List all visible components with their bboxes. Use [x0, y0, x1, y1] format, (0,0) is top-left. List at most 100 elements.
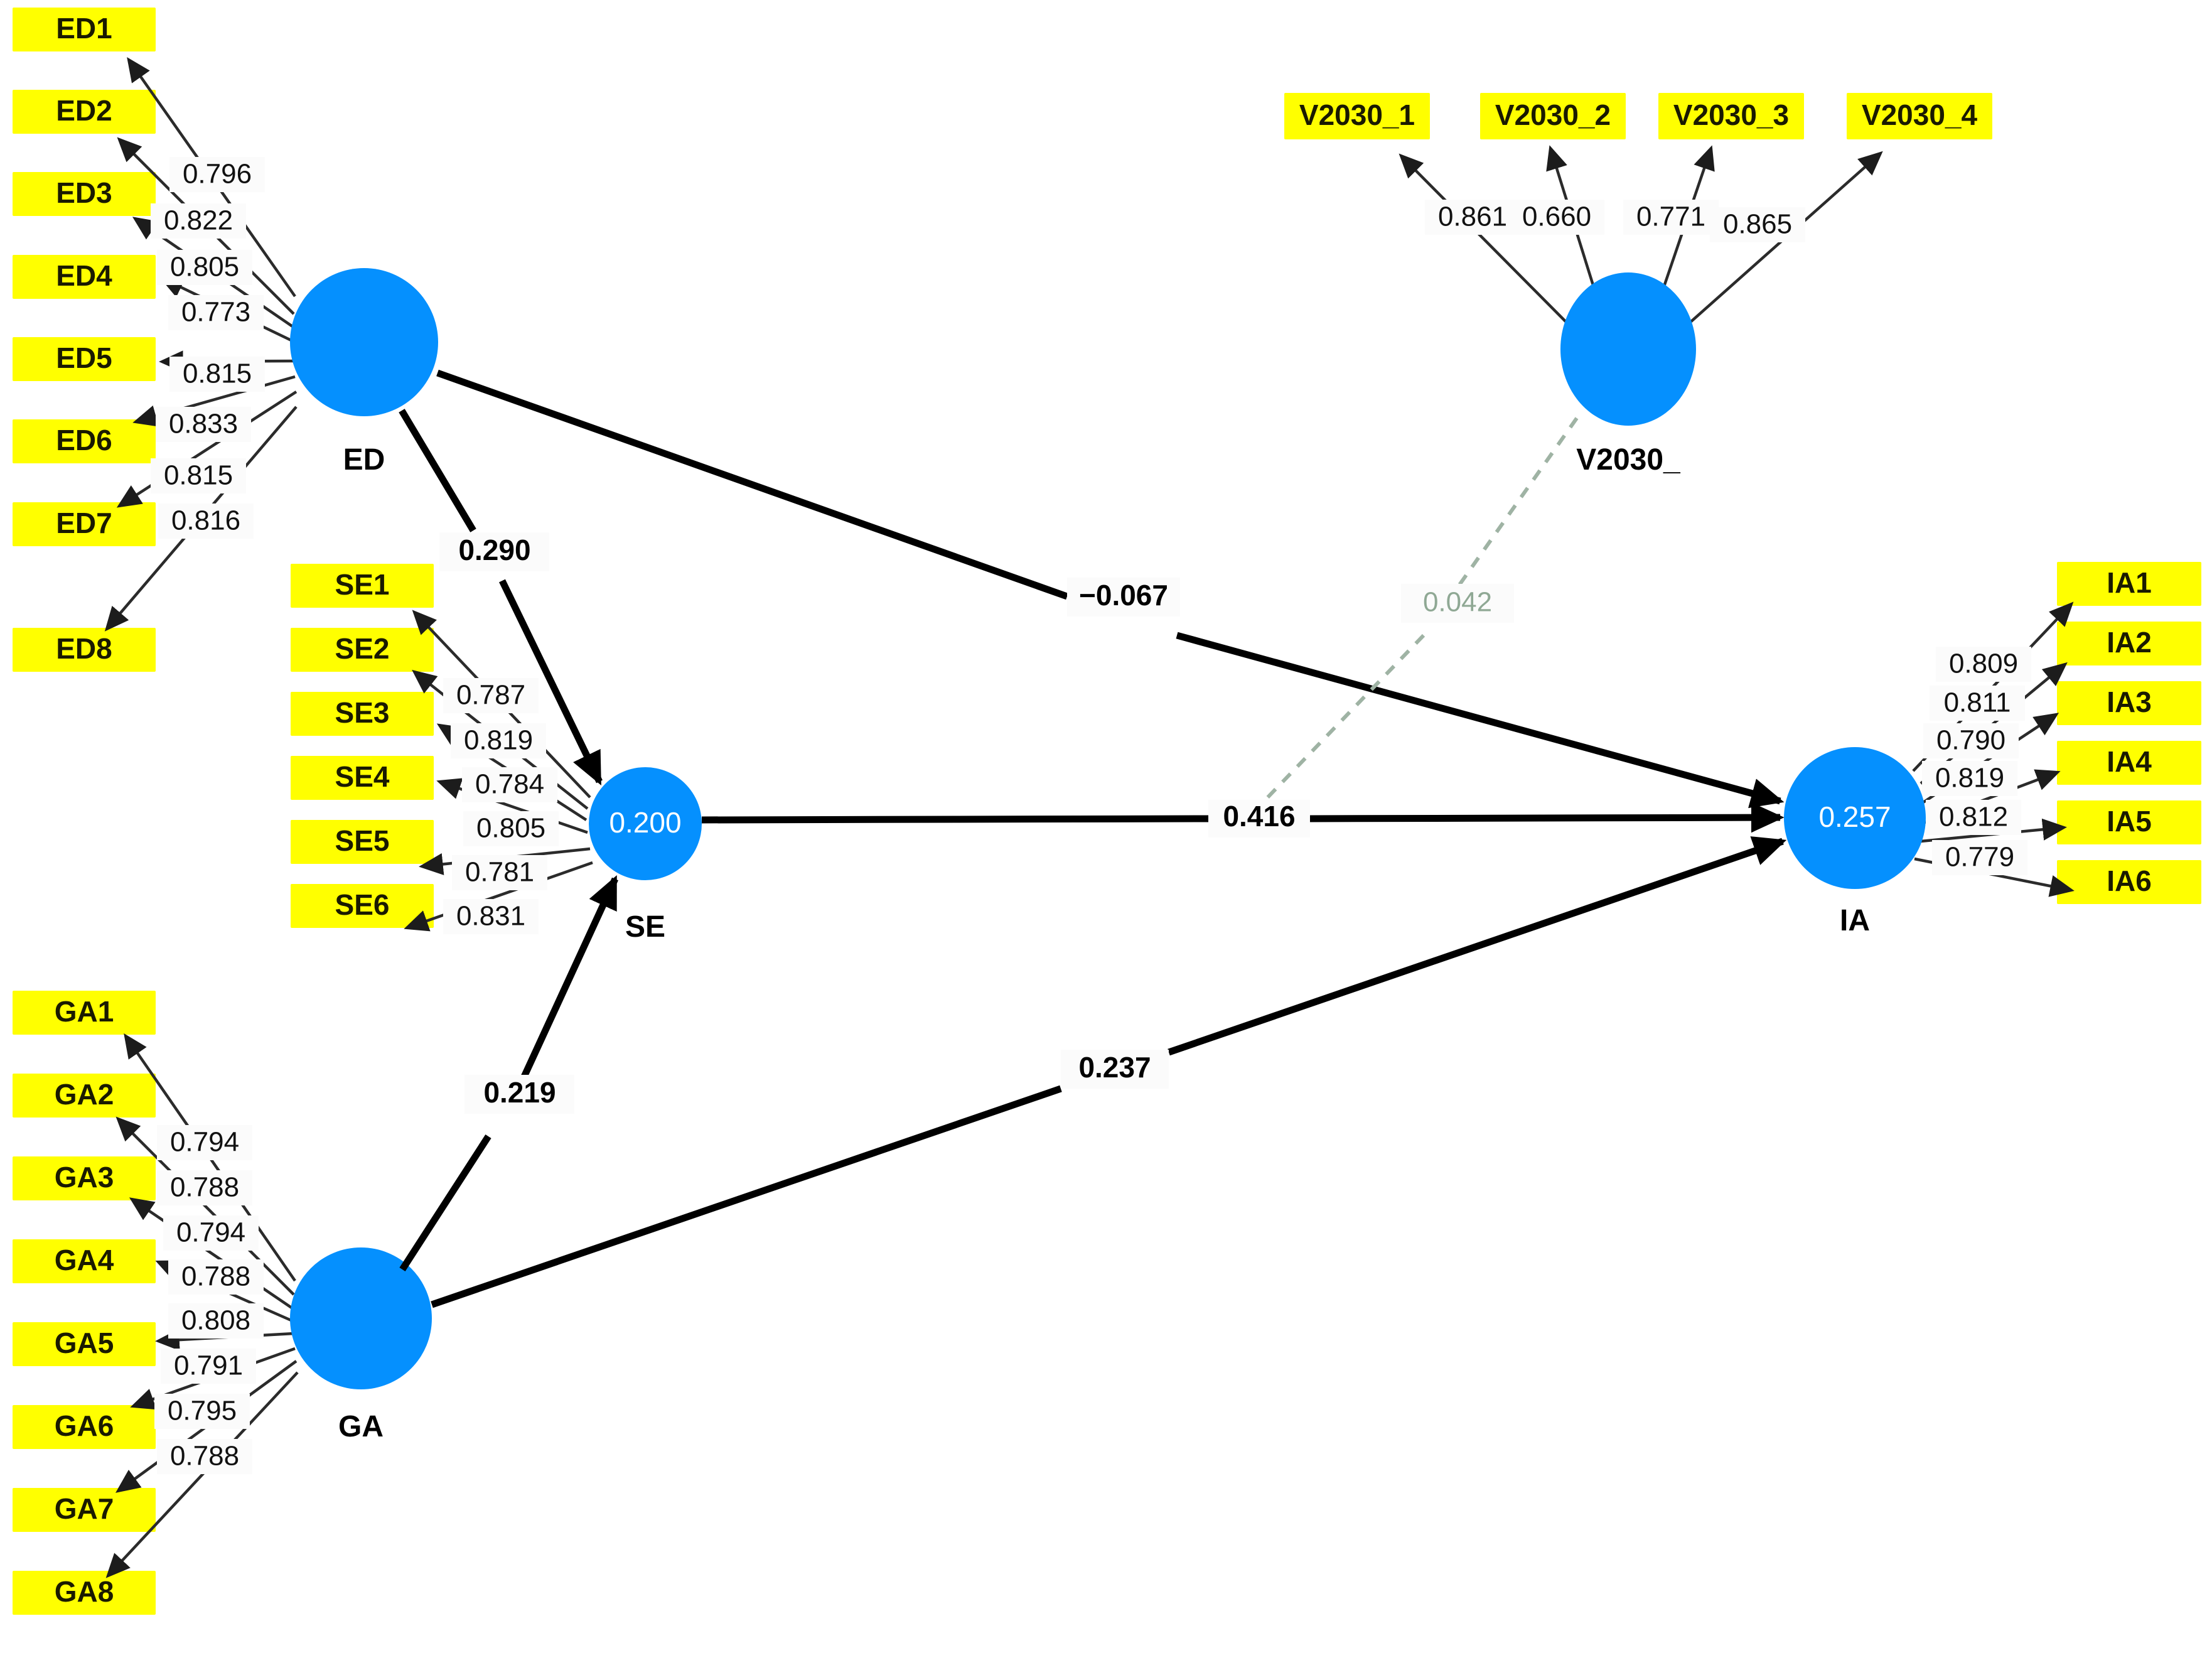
indicator-se6[interactable]: SE6: [291, 884, 434, 928]
svg-text:0.812: 0.812: [1939, 802, 2008, 832]
indicator-ga5[interactable]: GA5: [13, 1322, 156, 1366]
indicator-label: ED6: [56, 424, 112, 456]
indicator-ed4[interactable]: ED4: [13, 255, 156, 299]
structural-edge-ga-ia-seg1: [431, 1085, 1062, 1308]
indicator-ia3[interactable]: IA3: [2057, 681, 2201, 725]
latent-circle-v2030[interactable]: [1560, 272, 1696, 426]
svg-text:0.788: 0.788: [181, 1261, 250, 1292]
loading-label-ed5: 0.815: [169, 357, 265, 392]
indicator-label: GA4: [55, 1244, 114, 1276]
latent-circle-se[interactable]: [589, 767, 702, 880]
svg-text:0.771: 0.771: [1636, 202, 1705, 232]
svg-text:0.788: 0.788: [170, 1441, 239, 1472]
indicator-ia5[interactable]: IA5: [2057, 800, 2201, 844]
structural-label-se-ia: 0.416: [1208, 800, 1310, 838]
svg-text:0.822: 0.822: [164, 205, 233, 236]
indicator-ed3[interactable]: ED3: [13, 172, 156, 216]
indicator-ga6[interactable]: GA6: [13, 1405, 156, 1449]
svg-text:0.796: 0.796: [183, 159, 252, 190]
svg-text:0.815: 0.815: [183, 358, 252, 389]
svg-text:0.787: 0.787: [456, 680, 525, 711]
loading-label-ga3: 0.794: [163, 1215, 259, 1251]
svg-text:0.290: 0.290: [458, 534, 530, 566]
svg-text:0.815: 0.815: [164, 460, 233, 491]
loading-label-ga5: 0.808: [168, 1303, 264, 1339]
loading-label-ed1: 0.796: [169, 157, 265, 192]
loading-label-ia1: 0.809: [1936, 647, 2031, 682]
indicator-ed2[interactable]: ED2: [13, 90, 156, 134]
structural-edge-ga-se-seg1: [399, 1134, 491, 1271]
indicator-label: ED3: [56, 176, 112, 209]
indicator-ed5[interactable]: ED5: [13, 337, 156, 381]
indicator-ia4[interactable]: IA4: [2057, 741, 2201, 785]
indicator-label: SE1: [335, 568, 390, 601]
indicator-ga2[interactable]: GA2: [13, 1074, 156, 1118]
svg-text:0.773: 0.773: [181, 297, 250, 328]
structural-edge-ga-ia-seg2: [1168, 836, 1787, 1056]
indicator-ga1[interactable]: GA1: [13, 991, 156, 1035]
latent-circle-ia[interactable]: [1784, 747, 1926, 889]
latent-circle-ed[interactable]: [290, 268, 438, 416]
construct-group-ia: IA1 IA2 IA3 IA4 IA5 IA6 0.809 0.811 0.79…: [1784, 562, 2201, 937]
indicator-label: V2030_3: [1673, 99, 1789, 131]
structural-edge-v2030-ia-seg2: [1260, 633, 1425, 805]
loading-label-se6: 0.831: [443, 899, 539, 934]
svg-text:0.805: 0.805: [170, 252, 239, 283]
loading-label-ed6: 0.833: [156, 407, 251, 442]
loading-label-ia5: 0.812: [1926, 800, 2021, 835]
indicator-se4[interactable]: SE4: [291, 756, 434, 800]
indicator-v2030-1[interactable]: V2030_1: [1284, 93, 1430, 139]
indicator-ia1[interactable]: IA1: [2057, 562, 2201, 606]
latent-circle-ga[interactable]: [290, 1247, 432, 1389]
construct-group-ed: ED1 ED2 ED3 ED4 ED5 ED6 ED7 ED8 0.796 0.…: [13, 8, 438, 672]
indicator-se5[interactable]: SE5: [291, 820, 434, 864]
loading-label-ga6: 0.791: [161, 1349, 256, 1384]
indicator-ga3[interactable]: GA3: [13, 1156, 156, 1200]
loading-label-ga2: 0.788: [157, 1170, 252, 1205]
indicator-ia6[interactable]: IA6: [2057, 860, 2201, 904]
construct-group-se: SE1 SE2 SE3 SE4 SE5 SE6 0.787 0.819 0.78…: [291, 564, 702, 944]
svg-text:0.237: 0.237: [1078, 1051, 1151, 1084]
structural-label-ed-ia: −0.067: [1067, 578, 1180, 617]
svg-text:0.809: 0.809: [1949, 649, 2018, 679]
structural-label-v2030-ia: 0.042: [1401, 584, 1514, 623]
structural-label-ga-se: 0.219: [464, 1075, 574, 1114]
structural-edge-ed-se-seg2: [499, 579, 603, 785]
indicator-label: GA2: [55, 1078, 114, 1111]
construct-group-ga: GA1 GA2 GA3 GA4 GA5 GA6 GA7 GA8 0.794 0.…: [13, 991, 432, 1615]
loading-edge-ga2: [115, 1116, 295, 1296]
indicator-ed8[interactable]: ED8: [13, 628, 156, 672]
svg-text:0.816: 0.816: [171, 505, 240, 536]
loading-label-ga4: 0.788: [168, 1259, 264, 1295]
indicator-ia2[interactable]: IA2: [2057, 622, 2201, 665]
svg-text:0.805: 0.805: [476, 813, 545, 844]
indicator-v2030-3[interactable]: V2030_3: [1658, 93, 1804, 139]
structural-edge-v2030-ia-seg1: [1449, 417, 1579, 598]
loading-label-v2030-3: 0.771: [1623, 200, 1719, 235]
structural-paths: −0.067 0.290 0.416 0.219 0.237: [399, 369, 1787, 1308]
indicator-label: V2030_2: [1495, 99, 1611, 131]
indicator-se1[interactable]: SE1: [291, 564, 434, 608]
indicator-se2[interactable]: SE2: [291, 628, 434, 672]
indicator-ed7[interactable]: ED7: [13, 502, 156, 546]
svg-text:0.784: 0.784: [475, 769, 544, 800]
svg-text:0.779: 0.779: [1945, 842, 2014, 873]
indicator-ga7[interactable]: GA7: [13, 1488, 156, 1532]
indicator-ga4[interactable]: GA4: [13, 1239, 156, 1283]
structural-edge-ga-se-seg2: [517, 875, 618, 1088]
indicator-label: IA2: [2107, 626, 2152, 659]
loading-label-v2030-4: 0.865: [1710, 207, 1805, 242]
svg-text:0.819: 0.819: [1935, 763, 2004, 794]
indicator-v2030-4[interactable]: V2030_4: [1847, 93, 1992, 139]
latent-r2-ia: 0.257: [1818, 800, 1891, 833]
indicator-ga8[interactable]: GA8: [13, 1571, 156, 1615]
indicator-ed6[interactable]: ED6: [13, 419, 156, 463]
indicator-se3[interactable]: SE3: [291, 692, 434, 736]
loading-label-se1: 0.787: [443, 678, 539, 713]
indicator-ed1[interactable]: ED1: [13, 8, 156, 51]
indicator-label: IA1: [2107, 566, 2152, 599]
indicator-label: ED7: [56, 507, 112, 539]
indicator-v2030-2[interactable]: V2030_2: [1480, 93, 1626, 139]
latent-label-se: SE: [625, 910, 665, 944]
